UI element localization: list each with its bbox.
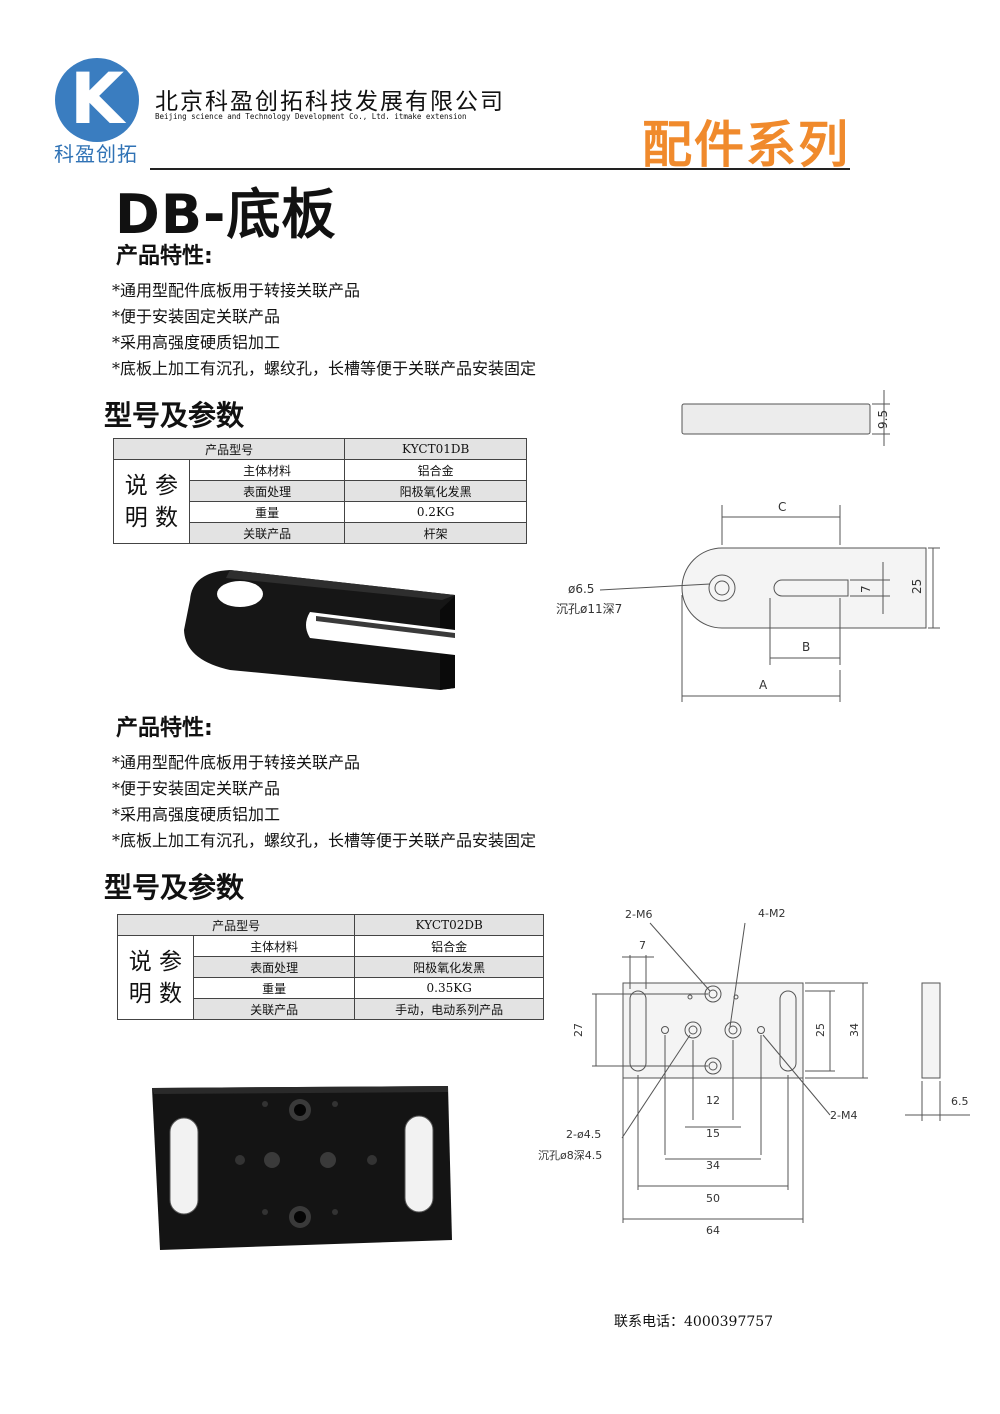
model-label: 产品型号 (112, 438, 346, 460)
series-title: 配件系列 (642, 116, 850, 174)
dim-c: C (778, 500, 786, 514)
company-name-cn: 北京科盈创拓科技发展有限公司 (155, 89, 505, 115)
feature-item: *采用高强度硬质铝加工 (112, 805, 281, 824)
spec-value: 阳极氧化发黑 (344, 480, 527, 502)
spec-value: 0.2KG (344, 501, 527, 523)
dim-slot: 7 (859, 585, 873, 593)
spec-value: 铝合金 (354, 935, 544, 957)
dim-hole: 2-ø4.5 (566, 1128, 601, 1141)
spec-value: 阳极氧化发黑 (354, 956, 544, 978)
product-photo-1 (184, 570, 455, 690)
spec-label: 重量 (188, 501, 346, 523)
spec-label: 重量 (192, 977, 356, 999)
spec-value: 手动，电动系列产品 (354, 998, 544, 1020)
logo-circle (55, 58, 139, 142)
dim-a: A (759, 678, 768, 692)
dim-thickness: 9.5 (876, 410, 890, 429)
dim-b: B (802, 640, 810, 654)
logo-text: 科盈创拓 (54, 142, 138, 166)
dim-hole: ø6.5 (568, 582, 594, 596)
dim-25: 25 (814, 1023, 827, 1037)
features-heading-1: 产品特性: (116, 244, 213, 269)
dim-12: 12 (706, 1094, 720, 1107)
dim-thickness: 6.5 (951, 1095, 969, 1108)
feature-item: *便于安装固定关联产品 (112, 307, 281, 326)
feature-item: *底板上加工有沉孔，螺纹孔，长槽等便于关联产品安装固定 (112, 359, 537, 378)
model-value: KYCT01DB (344, 438, 527, 460)
contact-phone: 联系电话：4000397757 (614, 1314, 774, 1330)
spec-heading-1: 型号及参数 (104, 399, 245, 432)
dim-34-vertical: 34 (848, 1023, 861, 1037)
spec-label: 主体材料 (192, 935, 356, 957)
dim-2m4: 2-M4 (830, 1109, 857, 1122)
spec-label: 表面处理 (192, 956, 356, 978)
feature-item: *通用型配件底板用于转接关联产品 (112, 753, 361, 772)
dim-27: 27 (572, 1023, 585, 1037)
spec-value: 0.35KG (354, 977, 544, 999)
dim-counterbore: 沉孔ø11深7 (556, 602, 622, 616)
feature-item: *底板上加工有沉孔，螺纹孔，长槽等便于关联产品安装固定 (112, 831, 537, 850)
features-list-2: *通用型配件底板用于转接关联产品 *便于安装固定关联产品 *采用高强度硬质铝加工… (112, 750, 536, 854)
spec-label: 关联产品 (192, 998, 356, 1020)
feature-item: *通用型配件底板用于转接关联产品 (112, 281, 361, 300)
page-title: DB-底板 (115, 183, 337, 246)
spec-label: 主体材料 (188, 459, 346, 481)
spec-heading-2: 型号及参数 (104, 871, 245, 904)
model-label: 产品型号 (116, 914, 356, 936)
dim-width: 25 (910, 579, 924, 594)
logo-letter: K (69, 58, 125, 140)
feature-item: *采用高强度硬质铝加工 (112, 333, 281, 352)
spec-table-1: 产品型号 KYCT01DB 说 参 明 数 主体材料 铝合金 表面处理 阳极氧化… (112, 438, 527, 544)
dim-50: 50 (706, 1192, 720, 1205)
dim-64: 64 (706, 1224, 720, 1237)
model-value: KYCT02DB (354, 914, 544, 936)
technical-drawing-2: 2-M6 4-M2 7 27 25 34 12 15 34 50 64 2-M4… (538, 907, 970, 1237)
dim-7: 7 (639, 939, 646, 952)
features-list-1: *通用型配件底板用于转接关联产品 *便于安装固定关联产品 *采用高强度硬质铝加工… (112, 278, 536, 382)
dim-34-horizontal: 34 (706, 1159, 720, 1172)
header-divider (150, 168, 850, 170)
spec-value: 杆架 (344, 522, 527, 544)
spec-table-2: 产品型号 KYCT02DB 说 参 明 数 主体材料 铝合金 表面处理 阳极氧化… (116, 914, 544, 1020)
feature-item: *便于安装固定关联产品 (112, 779, 281, 798)
product-photo-2 (152, 1086, 452, 1250)
dim-4m2: 4-M2 (758, 907, 785, 920)
dim-15: 15 (706, 1127, 720, 1140)
dim-2m6: 2-M6 (625, 908, 652, 921)
company-name-en: Beijing science and Technology Developme… (155, 112, 467, 121)
spec-label: 关联产品 (188, 522, 346, 544)
technical-drawing-1: 9.5 C 7 25 ø6.5 沉孔ø11深7 B A (556, 390, 940, 702)
spec-group-label: 说 参 明 数 (117, 935, 194, 1020)
dim-counterbore: 沉孔ø8深4.5 (538, 1149, 602, 1162)
spec-value: 铝合金 (344, 459, 527, 481)
spec-group-label: 说 参 明 数 (113, 459, 190, 544)
spec-label: 表面处理 (188, 480, 346, 502)
features-heading-2: 产品特性: (116, 716, 213, 741)
